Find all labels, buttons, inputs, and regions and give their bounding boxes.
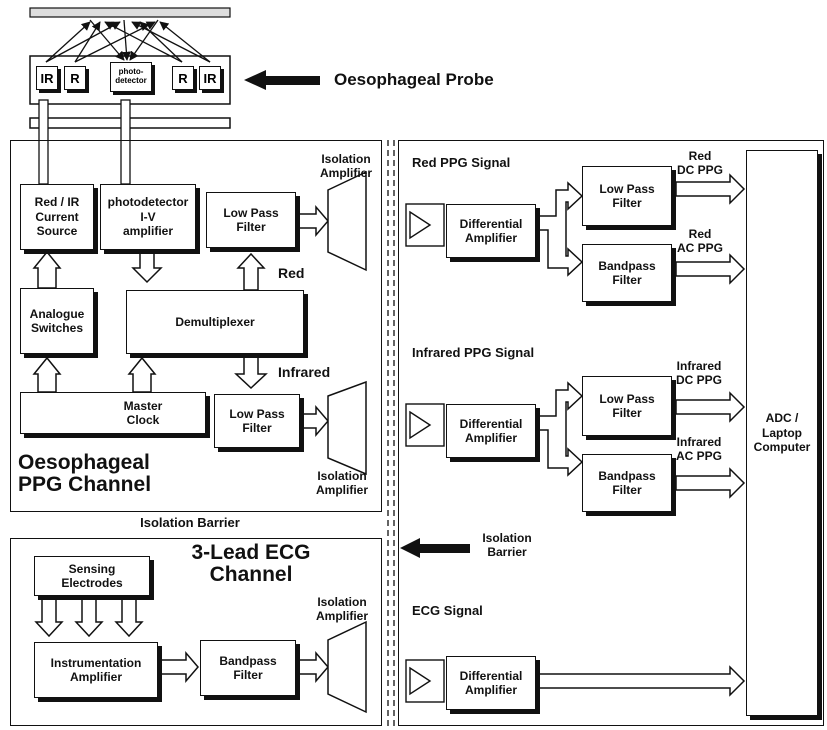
ppg-channel-panel bbox=[10, 140, 382, 512]
isolation-amplifier-label-bottom: Isolation Amplifier bbox=[315, 469, 368, 497]
analogue-switches-block: Analogue Switches bbox=[20, 288, 94, 354]
adc-laptop-computer: ADC / Laptop Computer bbox=[746, 150, 818, 716]
ecg-isolation-amplifier-label: Isolation Amplifier bbox=[315, 595, 368, 623]
ecg-bandpass-filter-block: Bandpass Filter bbox=[200, 640, 296, 696]
red-emitter-right: R bbox=[172, 66, 194, 90]
ir-emitter-left: IR bbox=[36, 66, 58, 90]
instrumentation-amplifier-block: Instrumentation Amplifier bbox=[34, 642, 158, 698]
signal-processing-panel bbox=[398, 140, 824, 726]
red-label: Red bbox=[278, 265, 305, 281]
photodetector: photo- detector bbox=[110, 62, 152, 92]
red-emitter-left: R bbox=[64, 66, 86, 90]
iv-amplifier-block: photodetector I-V amplifier bbox=[100, 184, 196, 250]
red-dc-ppg-label: Red DC PPG bbox=[676, 149, 723, 177]
low-pass-filter-red: Low Pass Filter bbox=[206, 192, 296, 248]
infrared-ppg-signal-label: Infrared PPG Signal bbox=[412, 345, 535, 360]
ir-emitter-right: IR bbox=[199, 66, 221, 90]
red-ac-ppg-label: Red AC PPG bbox=[676, 227, 723, 255]
oesophageal-probe-label: Oesophageal Probe bbox=[334, 70, 494, 89]
infrared-label: Infrared bbox=[278, 364, 331, 380]
sensing-electrodes-block: Sensing Electrodes bbox=[34, 556, 150, 596]
ecg-differential-amplifier: Differential Amplifier bbox=[446, 656, 536, 710]
isolation-barrier-arrow-label: Isolation Barrier bbox=[482, 531, 532, 559]
ir-dc-ppg-label: Infrared DC PPG bbox=[675, 359, 722, 387]
red-bandpass-filter: Bandpass Filter bbox=[582, 244, 672, 302]
ir-low-pass-filter: Low Pass Filter bbox=[582, 376, 672, 436]
ir-differential-amplifier: Differential Amplifier bbox=[446, 404, 536, 458]
master-clock-block: Master Clock bbox=[20, 392, 206, 434]
low-pass-filter-infrared: Low Pass Filter bbox=[214, 394, 300, 448]
isolation-barrier-label: Isolation Barrier bbox=[140, 515, 240, 530]
red-low-pass-filter: Low Pass Filter bbox=[582, 166, 672, 226]
ecg-signal-label: ECG Signal bbox=[412, 603, 483, 618]
ir-bandpass-filter: Bandpass Filter bbox=[582, 454, 672, 512]
red-differential-amplifier: Differential Amplifier bbox=[446, 204, 536, 258]
isolation-amplifier-label-top: Isolation Amplifier bbox=[319, 152, 372, 180]
ppg-channel-title: Oesophageal PPG Channel bbox=[18, 451, 152, 497]
current-source-block: Red / IR Current Source bbox=[20, 184, 94, 250]
ir-ac-ppg-label: Infrared AC PPG bbox=[675, 435, 722, 463]
ecg-channel-title: 3-Lead ECG Channel bbox=[191, 541, 311, 587]
red-ppg-signal-label: Red PPG Signal bbox=[412, 155, 511, 170]
ecg-channel-panel bbox=[10, 538, 382, 726]
demultiplexer-block: Demultiplexer bbox=[126, 290, 304, 354]
